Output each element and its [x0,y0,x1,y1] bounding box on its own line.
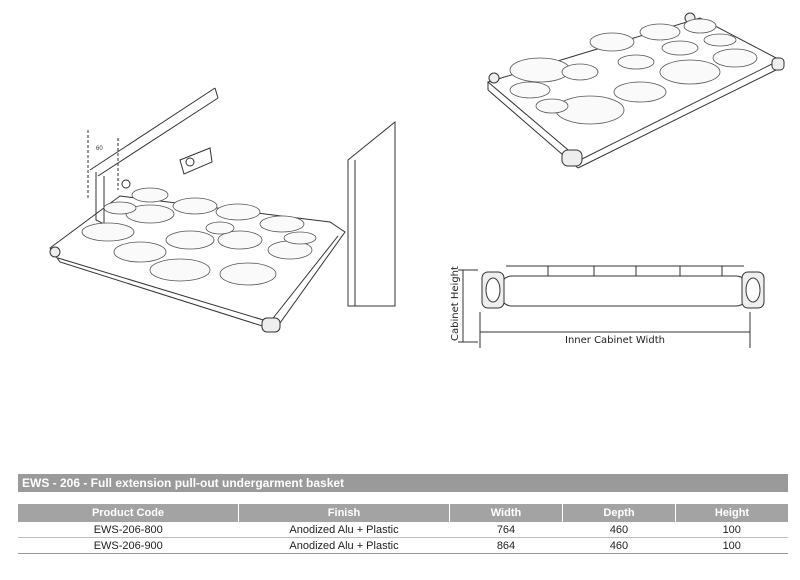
svg-text:60: 60 [96,146,103,152]
product-table-title: EWS - 206 - Full extension pull-out unde… [18,474,788,492]
product-spec-table: Product Code Finish Width Depth Height E… [18,504,788,554]
cell-width: 764 [449,522,563,538]
table-row: EWS-206-800 Anodized Alu + Plastic 764 4… [18,522,788,538]
installed-basket-drawing: 60 [49,87,396,333]
table-row: EWS-206-900 Anodized Alu + Plastic 864 4… [18,537,788,554]
cell-depth: 460 [562,522,676,538]
cell-width: 864 [449,537,563,554]
cell-height: 100 [675,522,788,538]
cell-height: 100 [675,537,788,554]
illustration-area: 60 [49,12,785,348]
column-header-height: Height [675,504,788,522]
column-header-width: Width [449,504,563,522]
column-header-depth: Depth [562,504,676,522]
table-header-row: Product Code Finish Width Depth Height [18,504,788,522]
column-header-finish: Finish [238,504,450,522]
cabinet-height-label: Cabinet Height [449,266,461,341]
cell-depth: 460 [562,537,676,554]
column-header-product-code: Product Code [18,504,239,522]
cell-product-code: EWS-206-800 [18,522,239,538]
cell-finish: Anodized Alu + Plastic [238,537,450,554]
front-elevation-drawing [458,265,765,348]
cell-finish: Anodized Alu + Plastic [238,522,450,538]
basket-perspective-drawing [486,12,785,169]
cell-product-code: EWS-206-900 [18,537,239,554]
inner-cabinet-width-label: Inner Cabinet Width [565,335,665,346]
